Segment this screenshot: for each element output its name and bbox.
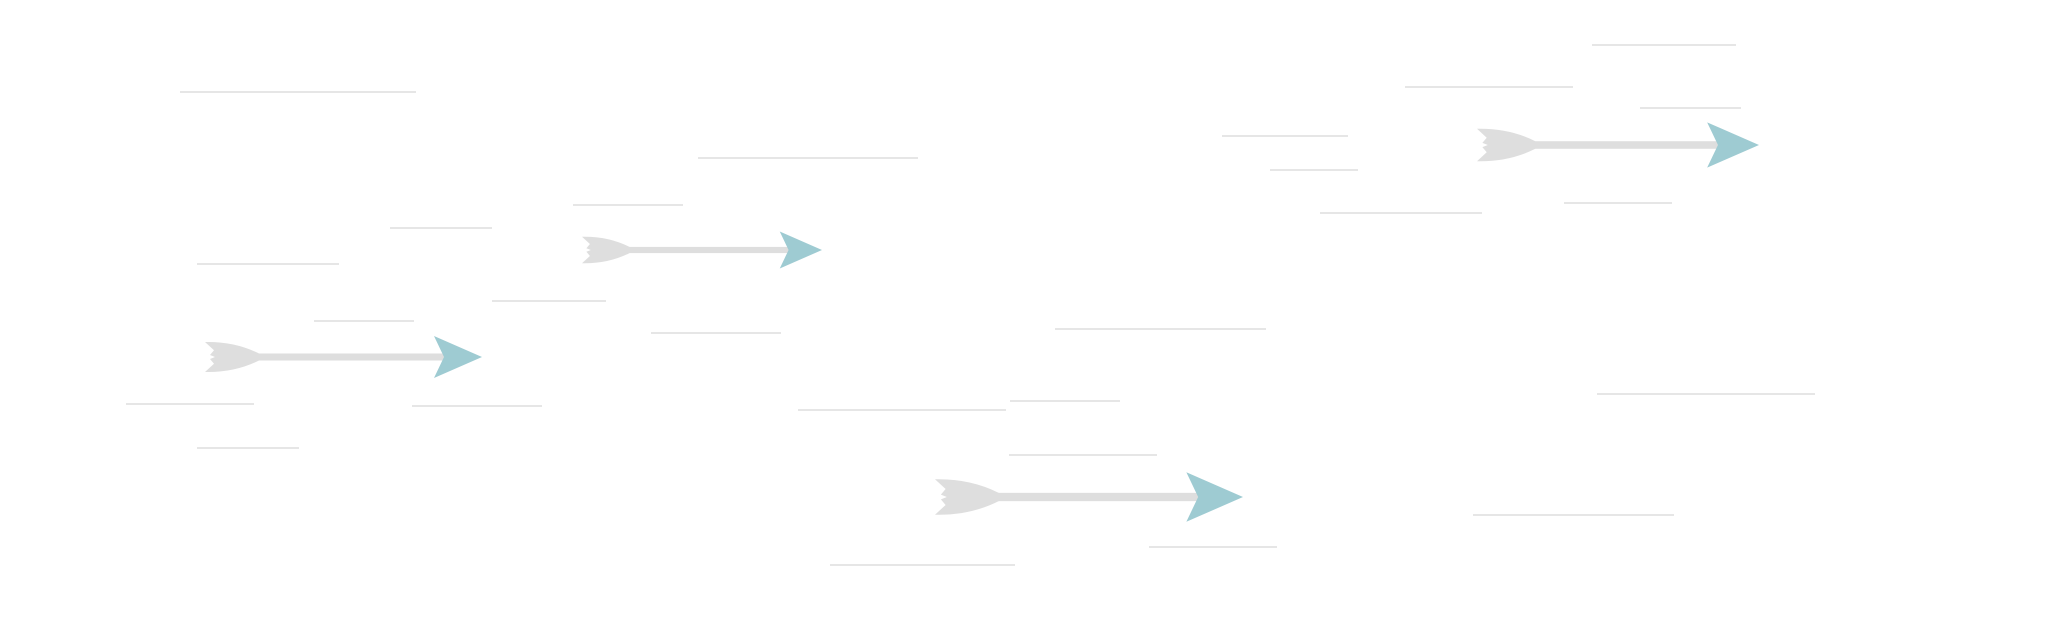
arrowhead	[434, 336, 482, 378]
arrow-fletching	[935, 479, 999, 515]
speed-lines	[126, 44, 1815, 566]
arrow-fletching	[582, 236, 630, 264]
arrowhead	[779, 231, 822, 269]
arrow-shaft	[237, 353, 444, 361]
arrow	[935, 472, 1243, 522]
arrow	[205, 336, 482, 378]
arrowhead	[1707, 122, 1759, 168]
arrow	[1477, 122, 1759, 168]
arrow-shaft	[1511, 141, 1718, 149]
arrowhead	[1186, 472, 1243, 522]
arrow-shaft	[610, 246, 789, 254]
arrow-shaft	[973, 492, 1199, 502]
arrows	[205, 122, 1759, 522]
arrow-fletching	[1477, 128, 1536, 162]
arrow-fletching	[205, 341, 259, 373]
arrow	[582, 231, 822, 269]
